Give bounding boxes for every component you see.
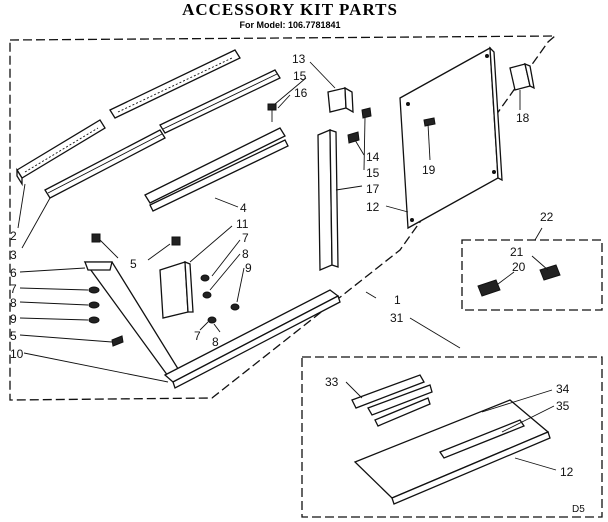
callout-4: 4 xyxy=(240,201,247,215)
callout-8-left: 8 xyxy=(10,296,17,310)
lower-rail xyxy=(163,289,341,389)
fasteners-left xyxy=(88,233,240,347)
panel-part-12 xyxy=(399,46,503,230)
main-kit-boundary xyxy=(9,35,557,401)
bolt-icon xyxy=(91,233,101,243)
callout-33: 33 xyxy=(325,375,339,389)
screw-part-14-icon xyxy=(347,131,360,144)
callout-7-left: 7 xyxy=(10,282,17,296)
callout-22: 22 xyxy=(540,210,554,224)
model-number: For Model: 106.7781841 xyxy=(239,20,340,30)
screw-part-19-icon xyxy=(423,117,436,127)
washer-icon xyxy=(88,286,100,294)
bracket-part-13 xyxy=(327,86,354,114)
callout-9-left: 9 xyxy=(10,312,17,326)
callout-18: 18 xyxy=(516,111,530,125)
diagram-code: D5 xyxy=(572,504,585,515)
callout-12: 12 xyxy=(366,200,380,214)
channel-strip-upper xyxy=(159,69,281,134)
callout-9: 9 xyxy=(245,261,252,275)
clip-part-21-icon xyxy=(539,264,561,281)
callout-10: 10 xyxy=(10,347,24,361)
callout-7: 7 xyxy=(242,231,249,245)
callout-16: 16 xyxy=(294,86,308,100)
callout-6: 6 xyxy=(10,266,17,280)
callout-19: 19 xyxy=(422,163,436,177)
callout-15-lower: 15 xyxy=(366,166,380,180)
callout-20: 20 xyxy=(512,260,526,274)
nut-icon xyxy=(207,316,217,324)
washer-icon xyxy=(200,274,210,282)
subkit-22-boundary xyxy=(461,239,603,311)
washer-icon xyxy=(88,301,100,309)
callout-5-left: 5 xyxy=(10,329,17,343)
callout-17: 17 xyxy=(366,182,380,196)
callout-2: 2 xyxy=(10,229,17,243)
callout-numbers: 13 15 16 18 19 14 15 17 12 4 2 3 22 21 2… xyxy=(10,52,574,479)
callout-5: 5 xyxy=(130,257,137,271)
callout-3: 3 xyxy=(10,248,17,262)
gasket-part-33 xyxy=(351,374,433,427)
clip-part-20-icon xyxy=(477,279,501,297)
channel-strip-part-3 xyxy=(44,129,166,199)
screw-icon xyxy=(111,335,124,347)
foam-strip-part-2 xyxy=(16,119,106,187)
bolt-icon xyxy=(171,236,181,246)
callout-14: 14 xyxy=(366,150,380,164)
strip-part-16 xyxy=(144,103,289,212)
callout-12-kit: 12 xyxy=(560,465,574,479)
callout-21: 21 xyxy=(510,245,524,259)
nut-icon xyxy=(230,303,240,311)
nut-icon xyxy=(202,291,212,299)
callout-1: 1 xyxy=(394,293,401,307)
block-part-18 xyxy=(509,62,535,91)
subkit-31-boundary xyxy=(301,356,603,518)
callout-11: 11 xyxy=(236,217,249,231)
screw-part-15-icon xyxy=(361,107,372,119)
strip-part-35 xyxy=(439,419,525,459)
callout-13: 13 xyxy=(292,52,306,66)
callout-15: 15 xyxy=(293,69,307,83)
callout-8-bottom: 8 xyxy=(212,335,219,349)
callout-34: 34 xyxy=(556,382,570,396)
bracket-part-11 xyxy=(159,261,194,319)
nut-icon xyxy=(88,316,100,324)
leader-lines xyxy=(17,61,557,471)
callout-7-bottom: 7 xyxy=(194,329,201,343)
vertical-channel-part-17 xyxy=(317,129,339,271)
callout-35: 35 xyxy=(556,399,570,413)
screw-icon xyxy=(267,103,277,111)
callout-8: 8 xyxy=(242,247,249,261)
foam-strip-upper xyxy=(109,49,241,119)
callout-31: 31 xyxy=(390,311,404,325)
page-title: ACCESSORY KIT PARTS xyxy=(182,0,398,19)
